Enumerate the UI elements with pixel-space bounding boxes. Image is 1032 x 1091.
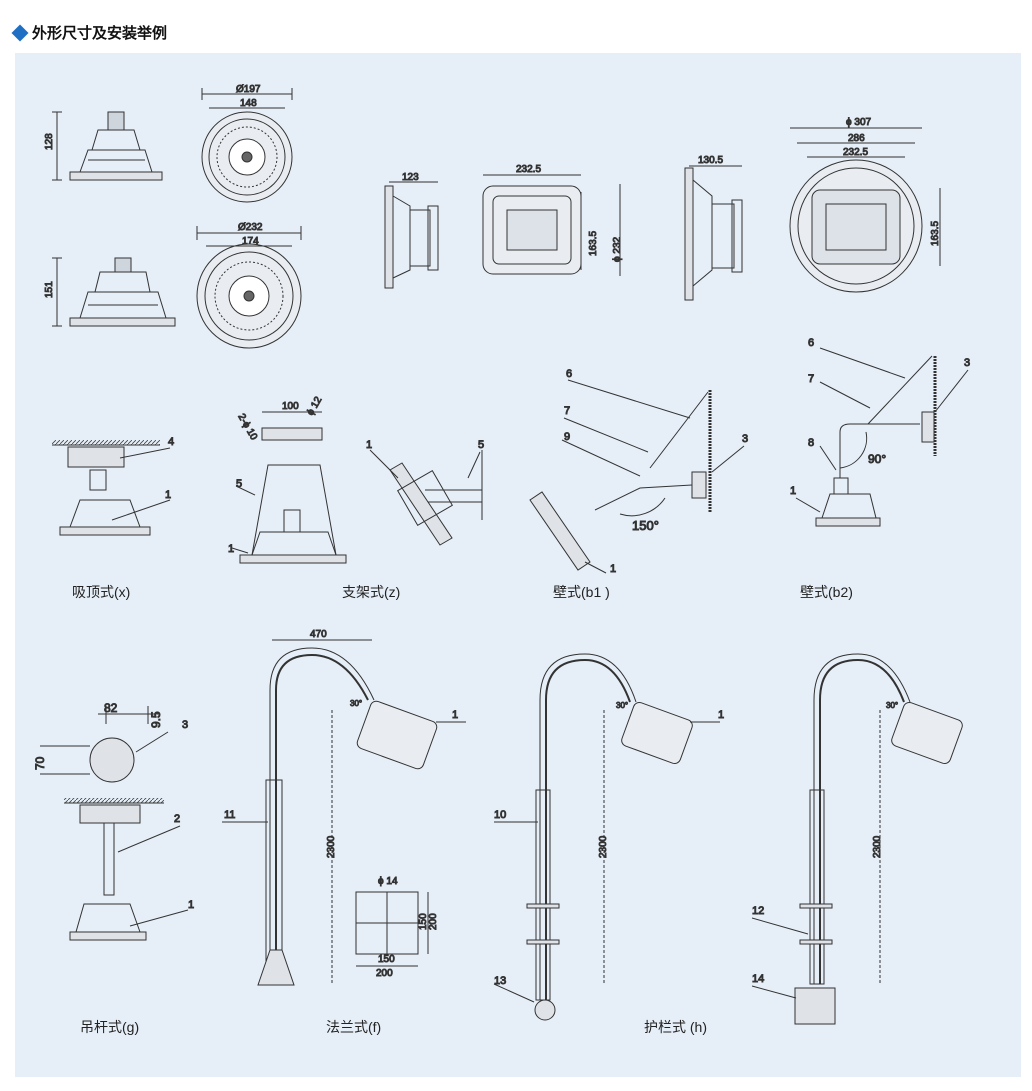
angle-30-h1: 30° bbox=[616, 701, 628, 710]
dim-232-5b: 232.5 bbox=[843, 147, 868, 158]
dim-9-5: 9.5 bbox=[149, 711, 163, 728]
dim-f150: 150 bbox=[378, 954, 395, 965]
label-1-ceiling: 1 bbox=[165, 489, 171, 501]
dim-2phi10: 2-ϕ 10 bbox=[235, 412, 259, 442]
section-title: 外形尺寸及安装举例 bbox=[32, 24, 168, 42]
dim-phi12: ϕ 12 bbox=[305, 395, 324, 418]
technical-drawing: 128 Ø197 148 151 Ø232 174 123 bbox=[33, 84, 971, 1036]
caption-wall-b2: 壁式(b2) bbox=[800, 584, 853, 600]
caption-railing: 护栏式 (h) bbox=[644, 1019, 707, 1035]
caption-bracket: 支架式(z) bbox=[342, 584, 400, 600]
label-3-b1: 3 bbox=[742, 433, 748, 445]
bracket-mount-drawing bbox=[231, 411, 347, 564]
label-1-rail1: 1 bbox=[718, 709, 724, 721]
bracket-mount-side-drawing bbox=[369, 449, 483, 546]
railing-pole-drawing-2 bbox=[751, 653, 963, 1025]
label-1-b1: 1 bbox=[610, 563, 616, 575]
flange-pole-drawing bbox=[222, 639, 466, 986]
dim-151: 151 bbox=[44, 281, 55, 298]
ceiling-mount-drawing bbox=[52, 440, 171, 536]
label-1-bracket: 1 bbox=[228, 543, 234, 555]
side-view-round bbox=[684, 165, 743, 301]
dim-f150b: 150 bbox=[418, 913, 429, 930]
angle-150: 150° bbox=[632, 518, 659, 533]
drawing-panel: 128 Ø197 148 151 Ø232 174 123 bbox=[15, 53, 1021, 1077]
label-8-b2: 8 bbox=[808, 437, 814, 449]
front-view-small-2 bbox=[196, 226, 302, 349]
front-view-round bbox=[789, 127, 941, 293]
caption-wall-b1: 壁式(b1 ) bbox=[553, 584, 610, 600]
dim-286: 286 bbox=[848, 133, 865, 144]
label-2-pendant: 2 bbox=[174, 813, 180, 825]
label-12-rail2: 12 bbox=[752, 905, 764, 917]
dim-f200b: 200 bbox=[428, 913, 439, 930]
label-1-flange: 1 bbox=[452, 709, 458, 721]
dim-100: 100 bbox=[282, 401, 299, 412]
angle-90: 90° bbox=[868, 452, 886, 466]
dim-232-5: 232.5 bbox=[516, 164, 541, 175]
dim-2300-h1: 2300 bbox=[598, 835, 609, 858]
angle-30-f: 30° bbox=[350, 699, 362, 708]
caption-flange: 法兰式(f) bbox=[326, 1019, 381, 1035]
angle-30-h2: 30° bbox=[886, 701, 898, 710]
label-7-b2: 7 bbox=[808, 373, 814, 385]
dim-128: 128 bbox=[44, 133, 55, 150]
dim-phi14: ϕ 14 bbox=[378, 876, 398, 887]
caption-pendant: 吊杆式(g) bbox=[80, 1019, 139, 1035]
dim-2300-h2: 2300 bbox=[872, 835, 883, 858]
dim-70: 70 bbox=[33, 756, 47, 770]
dim-f200: 200 bbox=[376, 968, 393, 979]
side-view-square bbox=[384, 181, 439, 289]
dim-123: 123 bbox=[402, 172, 419, 183]
label-5-side: 5 bbox=[478, 439, 484, 451]
dim-82: 82 bbox=[104, 701, 118, 715]
dim-470: 470 bbox=[310, 629, 327, 640]
dim-phi307: ϕ 307 bbox=[846, 117, 872, 128]
dim-174: 174 bbox=[242, 236, 259, 247]
label-6-b2: 6 bbox=[808, 337, 814, 349]
label-3-pendant: 3 bbox=[182, 719, 188, 731]
dim-2300-f: 2300 bbox=[326, 835, 337, 858]
dim-148: 148 bbox=[240, 98, 257, 109]
label-11-flange: 11 bbox=[224, 809, 235, 821]
label-14-rail2: 14 bbox=[752, 973, 764, 985]
pendant-mount-drawing bbox=[40, 706, 189, 941]
diamond-bullet-icon bbox=[11, 24, 29, 41]
dim-130-5: 130.5 bbox=[698, 155, 723, 166]
dim-d197: Ø197 bbox=[236, 84, 261, 95]
front-view-square bbox=[482, 174, 621, 276]
railing-pole-drawing-1 bbox=[493, 653, 720, 1021]
caption-ceiling: 吸顶式(x) bbox=[72, 584, 130, 600]
wall-mount-b1-drawing bbox=[529, 379, 745, 574]
wall-mount-b2-drawing bbox=[795, 347, 969, 527]
front-view-small-1 bbox=[201, 88, 293, 203]
dim-163-5: 163.5 bbox=[588, 231, 599, 256]
section-header: 外形尺寸及安装举例 bbox=[11, 22, 168, 43]
label-1-pendant: 1 bbox=[188, 899, 194, 911]
label-5-bracket: 5 bbox=[236, 478, 242, 490]
dim-phi232: ϕ 232 bbox=[612, 236, 623, 262]
side-view-small-2 bbox=[52, 257, 176, 327]
label-10-rail1: 10 bbox=[494, 809, 506, 821]
label-1-side: 1 bbox=[366, 439, 372, 451]
label-7-b1: 7 bbox=[564, 405, 570, 417]
side-view-small-1 bbox=[52, 111, 163, 181]
label-6-b1: 6 bbox=[566, 368, 572, 380]
dim-163-5b: 163.5 bbox=[930, 221, 941, 246]
label-13-rail1: 13 bbox=[494, 975, 506, 987]
label-1-b2: 1 bbox=[790, 485, 796, 497]
label-3-b2: 3 bbox=[964, 357, 970, 369]
label-4-ceiling: 4 bbox=[168, 436, 174, 448]
dim-d232: Ø232 bbox=[238, 222, 263, 233]
label-9-b1: 9 bbox=[564, 431, 570, 443]
